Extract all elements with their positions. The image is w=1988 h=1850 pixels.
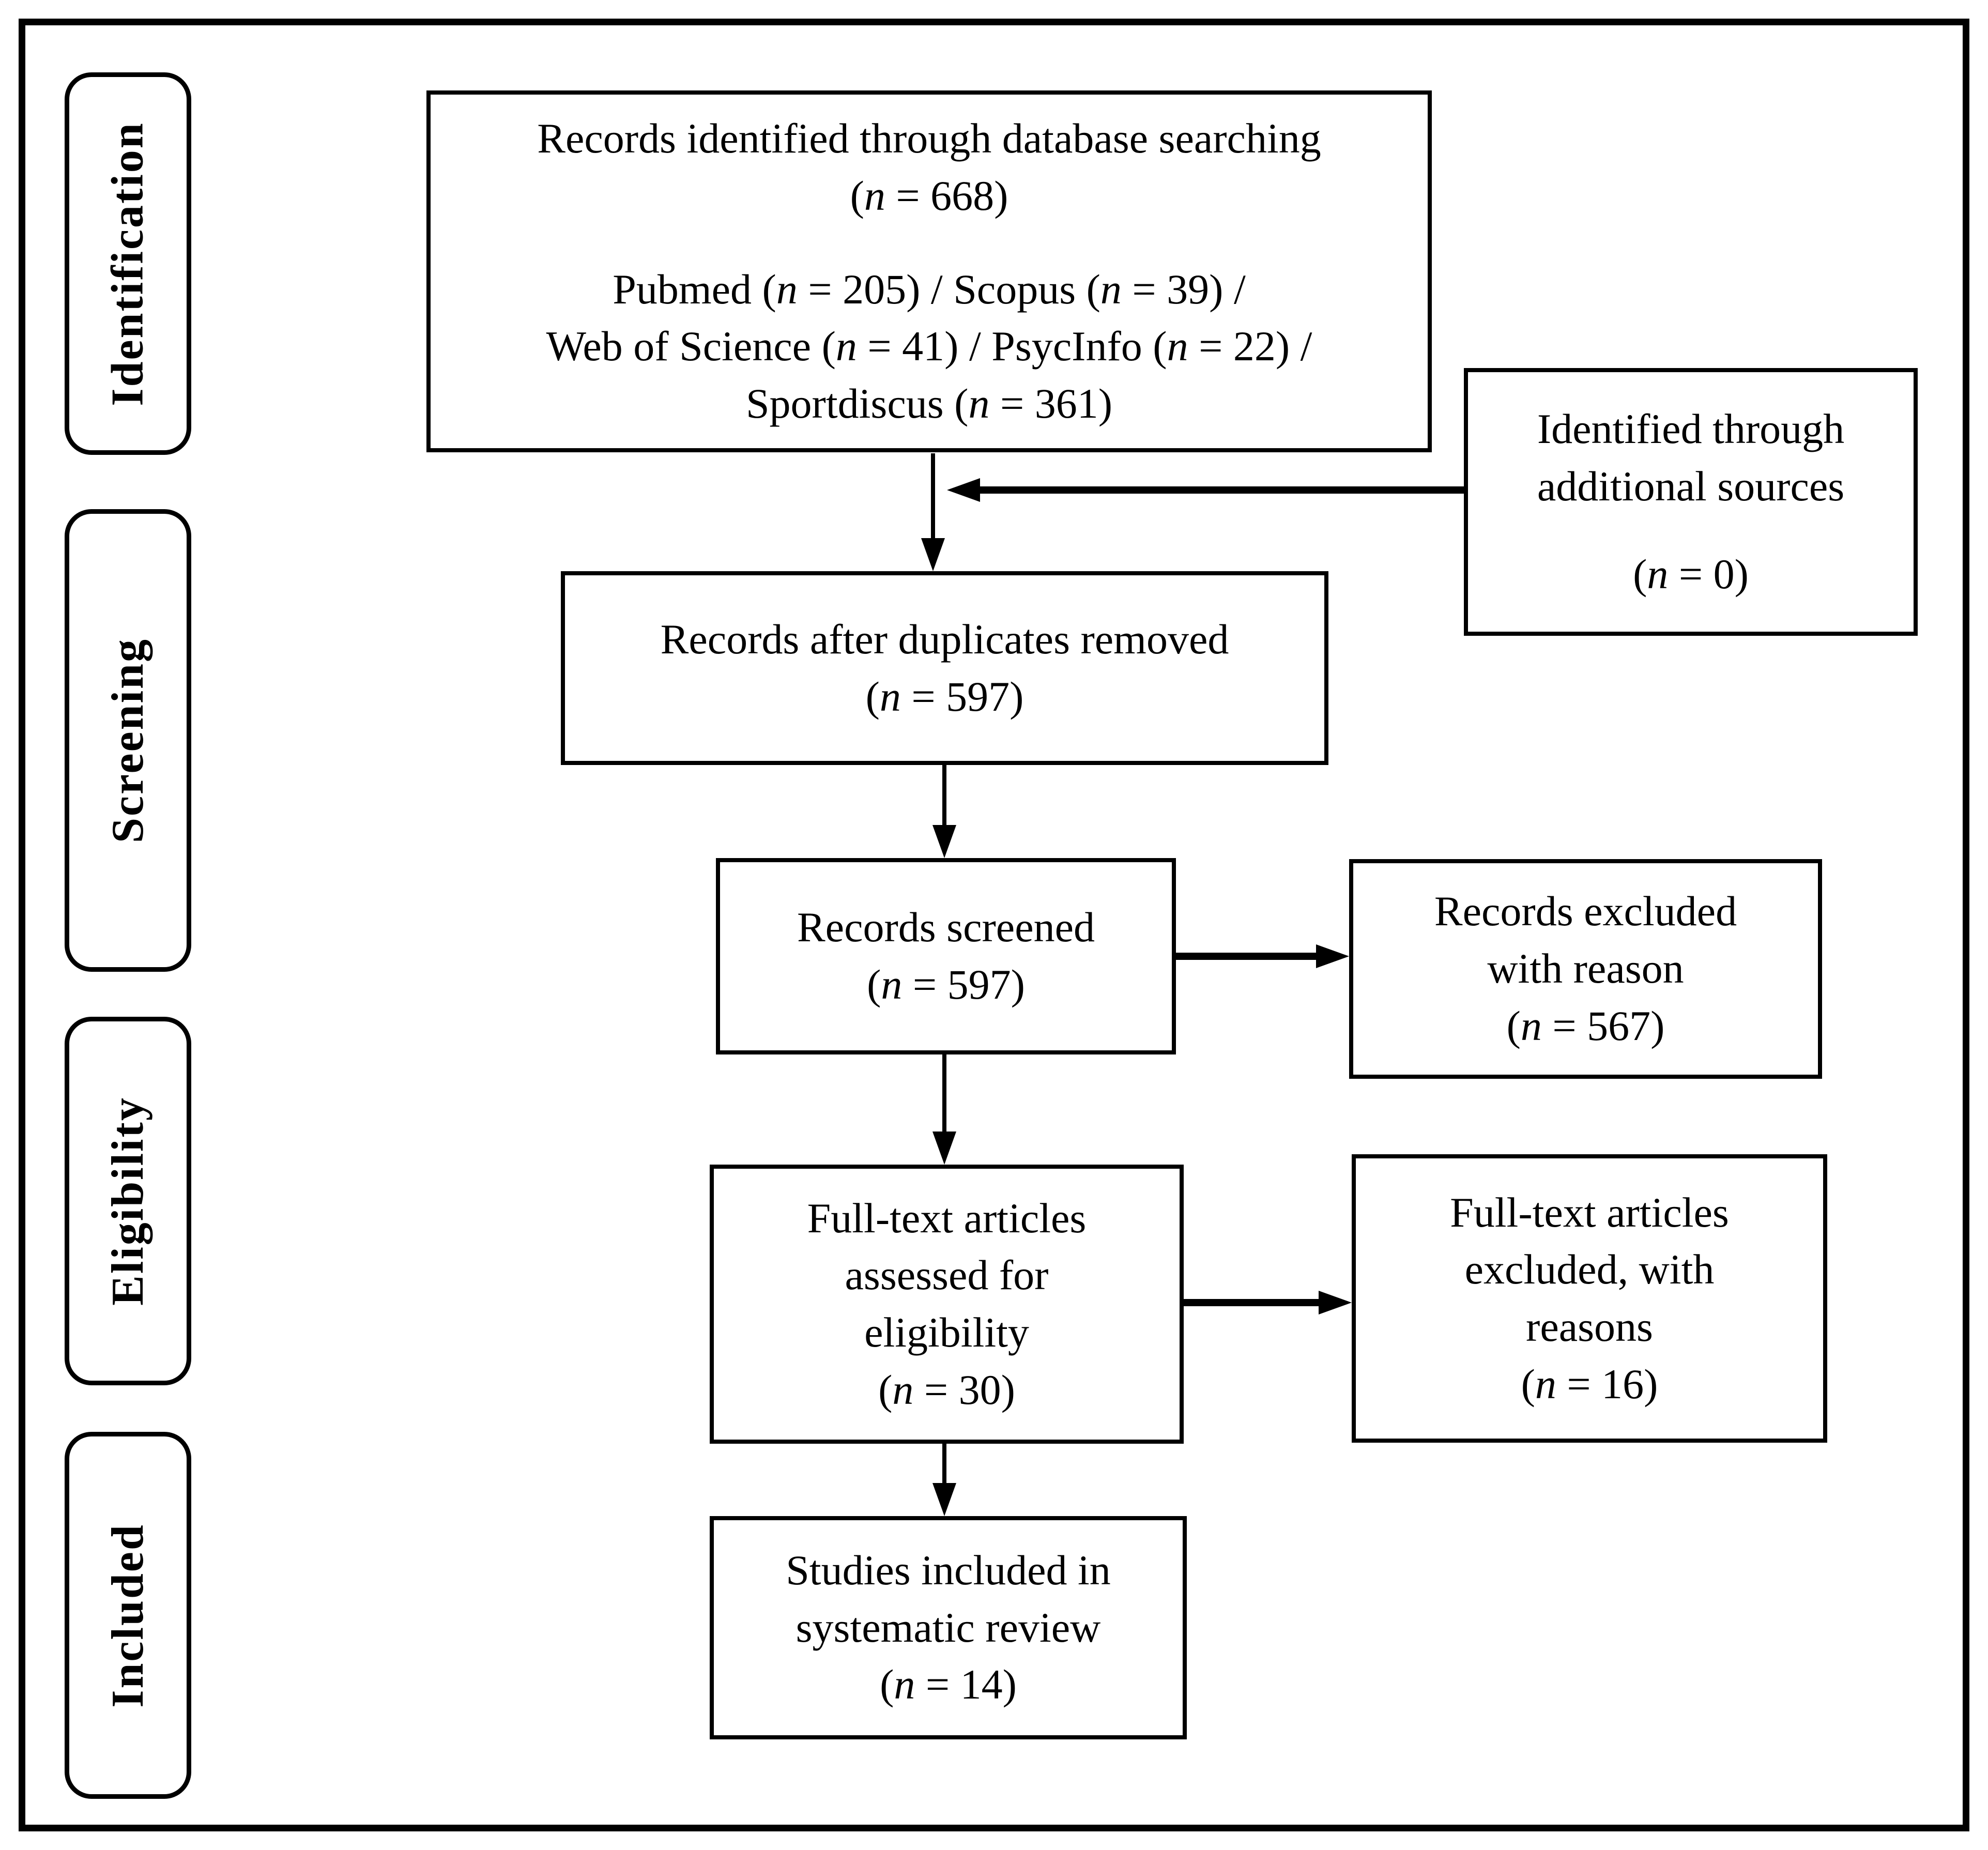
box-title: Records identified through database sear… [537, 115, 1321, 162]
box-count: (n = 30) [878, 1366, 1015, 1413]
box-records-screened: Records screened (n = 597) [716, 858, 1176, 1054]
stage-included: Included [65, 1432, 191, 1799]
database-sources: Pubmed (n = 205) / Scopus (n = 39) /Web … [546, 265, 1312, 427]
box-count: (n = 597) [865, 672, 1024, 720]
stage-screening-label: Screening [103, 638, 154, 843]
diagram-border [19, 19, 1969, 1831]
arrow-screened-to-fulltext-head [932, 1132, 956, 1165]
box-title: Records screened [797, 904, 1095, 951]
arrow-identified-to-duplicates-head [921, 538, 945, 571]
stage-identification-label: Identification [103, 121, 154, 406]
stage-eligibility: Eligibility [65, 1017, 191, 1385]
arrow-additional-to-flow-line [980, 486, 1464, 494]
arrow-screened-to-fulltext-line [942, 1054, 946, 1134]
box-count: (n = 668) [850, 172, 1008, 219]
arrow-screened-to-excluded-line [1176, 953, 1316, 960]
box-count: (n = 567) [1506, 1002, 1665, 1049]
arrow-screened-to-excluded-head [1316, 944, 1349, 968]
stage-included-label: Included [103, 1523, 154, 1708]
box-count: (n = 597) [867, 961, 1025, 1008]
arrow-fulltext-to-excluded-head [1319, 1291, 1352, 1314]
stage-screening: Screening [65, 509, 191, 972]
stage-eligibility-label: Eligibility [103, 1096, 154, 1306]
arrow-identified-to-duplicates-line [931, 453, 935, 540]
box-count: (n = 0) [1633, 551, 1749, 598]
arrow-duplicates-to-screened-line [942, 765, 946, 827]
arrow-duplicates-to-screened-head [932, 825, 956, 858]
box-duplicates-removed: Records after duplicates removed (n = 59… [561, 571, 1328, 765]
box-title: Records after duplicates removed [660, 615, 1229, 663]
box-count: (n = 14) [880, 1661, 1017, 1708]
arrow-fulltext-to-excluded-line [1184, 1299, 1319, 1306]
box-count: (n = 16) [1521, 1360, 1658, 1408]
arrow-fulltext-to-studies-head [932, 1483, 956, 1516]
arrow-additional-to-flow-head [947, 478, 980, 502]
arrow-fulltext-to-studies-line [942, 1444, 946, 1485]
stage-identification: Identification [65, 72, 191, 455]
box-records-identified: Records identified through database sear… [426, 90, 1432, 452]
